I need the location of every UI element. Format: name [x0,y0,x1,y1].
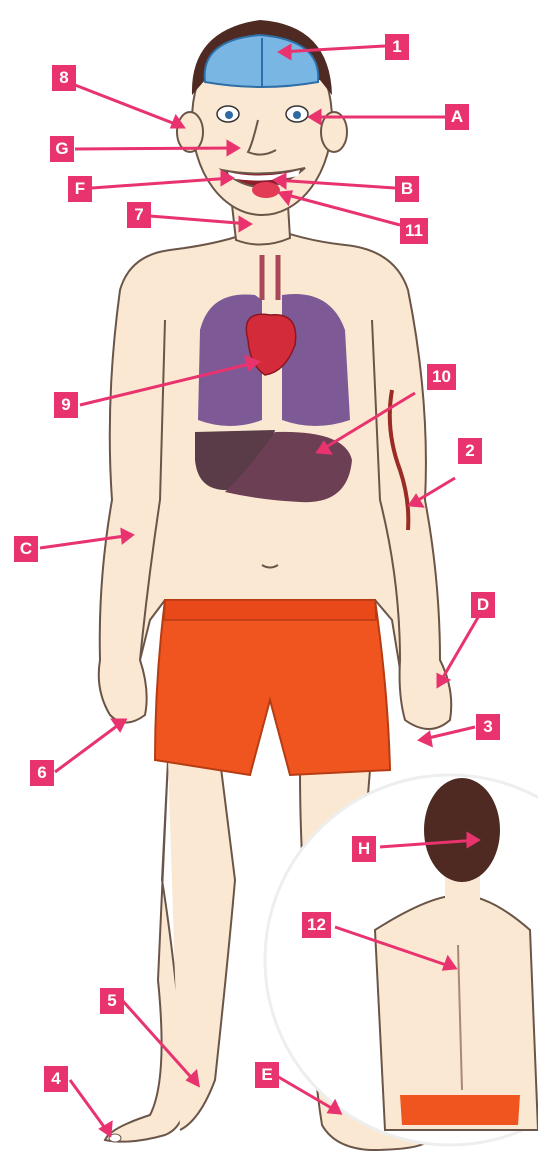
back-hair [424,778,500,882]
label-8: 8 [52,65,76,91]
tongue [252,182,280,198]
shorts-waistband [164,600,376,620]
label-1: 1 [385,34,409,60]
label-G: G [50,136,74,162]
label-4: 4 [44,1066,68,1092]
label-12: 12 [302,912,331,938]
label-A: A [445,104,469,130]
label-6: 6 [30,760,54,786]
back-torso [375,895,538,1130]
label-2: 2 [458,438,482,464]
label-7: 7 [127,202,151,228]
back-shorts [400,1095,520,1125]
label-11: 11 [400,218,428,244]
label-H: H [352,836,376,862]
label-C: C [14,536,38,562]
label-9: 9 [54,392,78,418]
label-B: B [395,176,419,202]
label-10: 10 [427,364,456,390]
left-ear [177,112,203,152]
shorts [155,600,390,775]
right-pupil [293,111,301,119]
label-5: 5 [100,988,124,1014]
label-D: D [471,592,495,618]
label-3: 3 [476,714,500,740]
left-arm [99,290,165,723]
label-E: E [255,1062,279,1088]
left-pupil [225,111,233,119]
label-F: F [68,176,92,202]
